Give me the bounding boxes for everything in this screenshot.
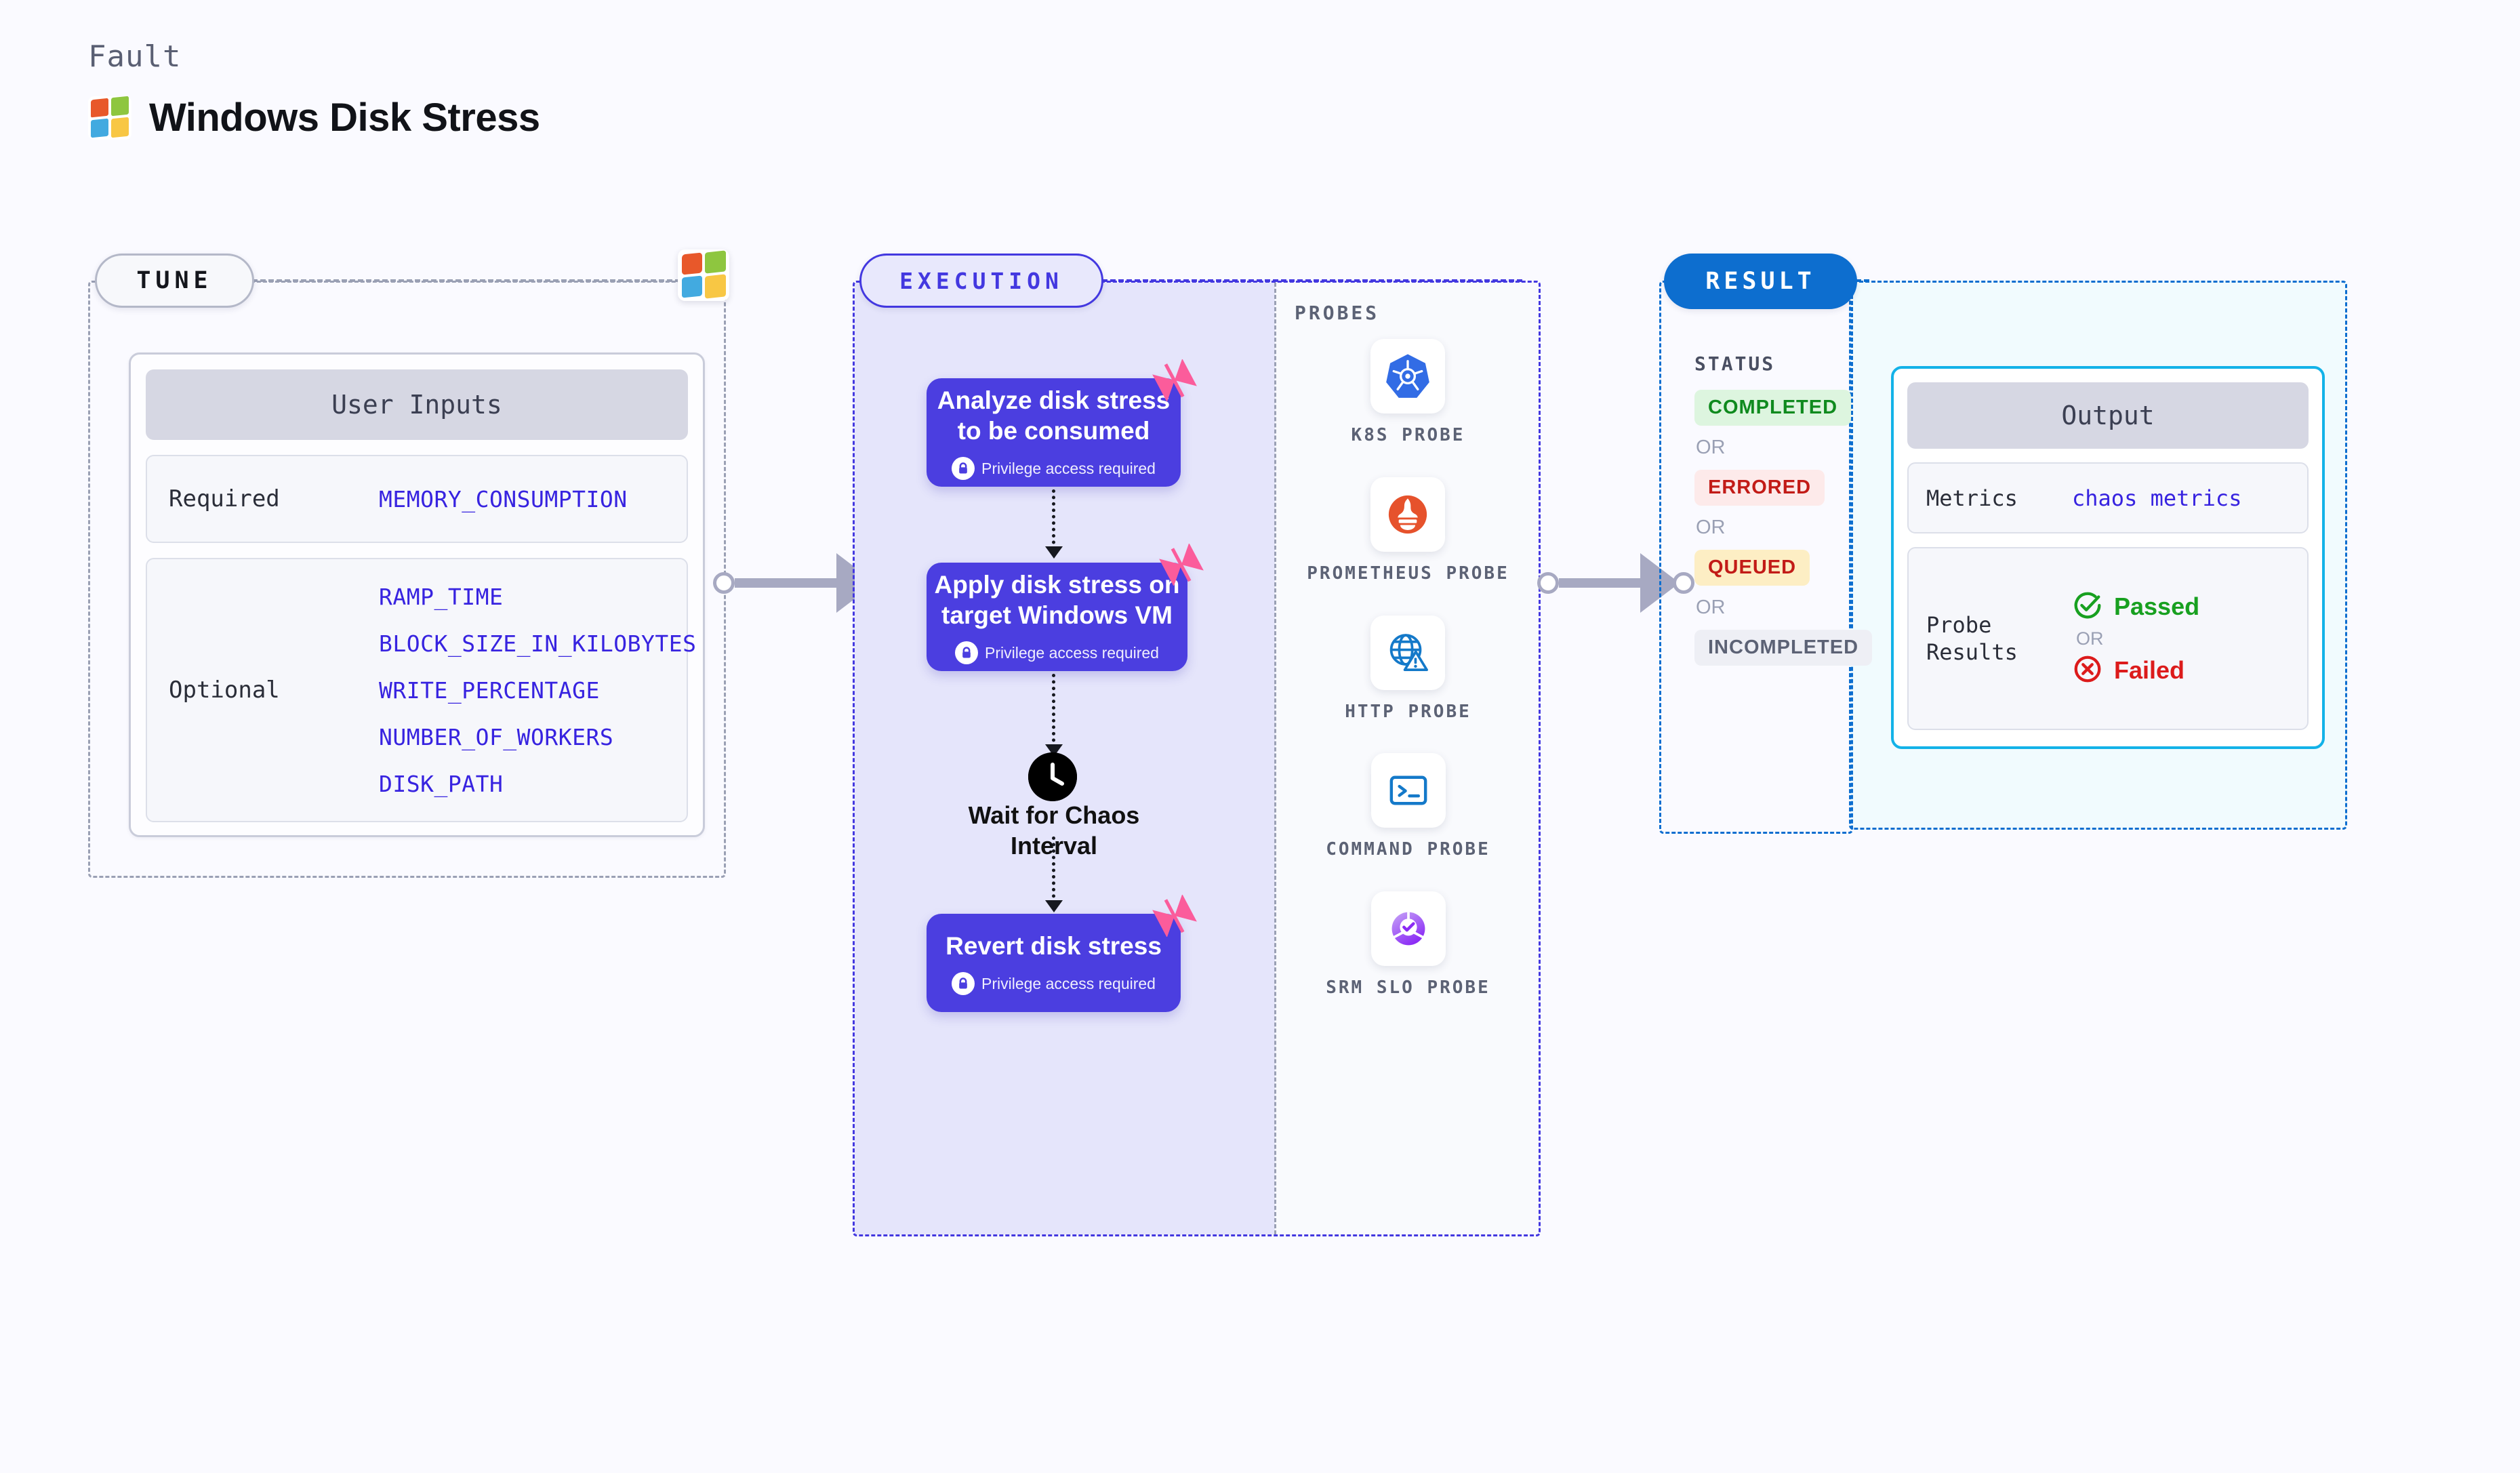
execution-probes-divider	[1274, 283, 1276, 1234]
optional-label: Optional	[169, 677, 280, 704]
privilege-note: Privilege access required	[952, 457, 1156, 481]
windows-logo-icon	[88, 96, 131, 140]
privilege-text: Privilege access required	[985, 643, 1159, 662]
flow-step-title: Apply disk stress on target Windows VM	[934, 570, 1180, 629]
privilege-text: Privilege access required	[981, 974, 1156, 992]
user-inputs-card-title: User Inputs	[146, 369, 688, 440]
flow-step-analyze-disk-stress[interactable]: Analyze disk stress to be consumed Privi…	[927, 378, 1181, 487]
status-badge-incompleted: INCOMPLETED	[1694, 630, 1873, 666]
probe-label: COMMAND PROBE	[1326, 839, 1490, 860]
flow-arrow-1	[1045, 546, 1063, 559]
flow-connector-1	[1052, 489, 1055, 550]
probe-results-row: Probe Results Passed OR Failed	[1907, 547, 2309, 730]
status-badge-queued: QUEUED	[1694, 550, 1810, 586]
status-or-2: OR	[1696, 517, 1726, 538]
connector-start-dot	[713, 572, 735, 594]
flow-connector-3	[1052, 836, 1055, 904]
output-card: Output Metrics chaos metrics Probe Resul…	[1891, 366, 2325, 749]
probe-result-passed: Passed	[2072, 590, 2199, 624]
flow-step-title: Revert disk stress	[946, 931, 1162, 960]
param-block-size-in-kilobytes[interactable]: BLOCK_SIZE_IN_KILOBYTES	[379, 630, 697, 657]
prometheus-icon	[1370, 477, 1446, 552]
status-list: COMPLETED OR ERRORED OR QUEUED OR INCOMP…	[1694, 390, 1873, 666]
status-badge-errored: ERRORED	[1694, 470, 1825, 506]
clock-icon	[1028, 752, 1077, 801]
result-header-divider	[1856, 279, 1869, 282]
probes-list: K8S PROBE PROMETHEUS PROBE	[1291, 339, 1525, 1000]
lock-icon	[955, 641, 979, 665]
tune-stage-pill[interactable]: TUNE	[95, 254, 254, 308]
connector-line	[735, 578, 836, 588]
fault-kicker-label: Fault	[88, 39, 182, 74]
probe-item-srm-slo[interactable]: SRM SLO PROBE	[1326, 891, 1490, 1000]
lock-icon	[952, 457, 975, 481]
flow-connector-2	[1052, 674, 1055, 748]
lock-icon	[952, 972, 975, 996]
probe-label: SRM SLO PROBE	[1326, 977, 1490, 998]
probe-item-k8s[interactable]: K8S PROBE	[1352, 339, 1465, 447]
result-stage-pill[interactable]: RESULT	[1664, 254, 1857, 309]
page-title-row: Windows Disk Stress	[88, 95, 540, 140]
probe-label: K8S PROBE	[1351, 425, 1465, 445]
metrics-row: Metrics chaos metrics	[1907, 462, 2309, 533]
probe-result-failed: Failed	[2072, 653, 2199, 688]
flow-arrow-3	[1045, 900, 1063, 912]
param-ramp-time[interactable]: RAMP_TIME	[379, 583, 504, 610]
globe-warning-icon	[1370, 615, 1446, 690]
execution-header-divider	[1102, 279, 1522, 282]
output-card-title: Output	[1907, 382, 2309, 449]
flow-step-title: Analyze disk stress to be consumed	[937, 386, 1171, 445]
flow-step-apply-disk-stress[interactable]: Apply disk stress on target Windows VM P…	[927, 563, 1187, 671]
user-inputs-card: User Inputs Required MEMORY_CONSUMPTION …	[129, 352, 705, 837]
probe-label: HTTP PROBE	[1345, 701, 1471, 722]
privilege-note: Privilege access required	[955, 641, 1159, 665]
privilege-note: Privilege access required	[952, 972, 1156, 996]
status-or-3: OR	[1696, 597, 1726, 618]
failed-label: Failed	[2114, 656, 2185, 684]
status-section-title: STATUS	[1694, 352, 1776, 375]
required-params-block: Required MEMORY_CONSUMPTION	[146, 455, 688, 543]
page-title: Windows Disk Stress	[149, 96, 540, 140]
param-number-of-workers[interactable]: NUMBER_OF_WORKERS	[379, 723, 614, 750]
probe-results-label: Probe Results	[1926, 612, 2018, 665]
optional-params-block: Optional RAMP_TIME BLOCK_SIZE_IN_KILOBYT…	[146, 558, 696, 822]
passed-label: Passed	[2114, 592, 2200, 620]
metrics-value[interactable]: chaos metrics	[2072, 485, 2242, 511]
connector-start-dot	[1537, 572, 1559, 594]
kubernetes-icon	[1370, 339, 1446, 413]
param-write-percentage[interactable]: WRITE_PERCENTAGE	[379, 677, 600, 704]
check-circle-icon	[2072, 590, 2103, 624]
connector-end-dot	[1673, 572, 1694, 594]
param-disk-path[interactable]: DISK_PATH	[379, 770, 504, 797]
privilege-text: Privilege access required	[981, 459, 1156, 477]
status-or-1: OR	[1696, 437, 1726, 458]
execution-stage-pill[interactable]: EXECUTION	[859, 254, 1103, 308]
x-circle-icon	[2072, 653, 2103, 688]
probes-section-title: PROBES	[1295, 302, 1380, 324]
required-label: Required	[169, 485, 280, 512]
probe-item-http[interactable]: HTTP PROBE	[1345, 615, 1471, 724]
probe-result-or: OR	[2076, 628, 2104, 649]
status-badge-completed: COMPLETED	[1694, 390, 1852, 426]
srm-slo-icon	[1370, 891, 1446, 967]
metrics-label: Metrics	[1926, 485, 2018, 511]
tune-windows-badge-icon	[678, 249, 729, 301]
probe-item-prometheus[interactable]: PROMETHEUS PROBE	[1307, 477, 1509, 586]
probe-label: PROMETHEUS PROBE	[1307, 563, 1509, 584]
param-memory-consumption[interactable]: MEMORY_CONSUMPTION	[379, 485, 628, 512]
probe-item-command[interactable]: COMMAND PROBE	[1326, 753, 1490, 862]
flow-step-revert-disk-stress[interactable]: Revert disk stress Privilege access requ…	[927, 914, 1181, 1012]
terminal-icon	[1370, 753, 1446, 828]
connector-line	[1559, 578, 1640, 588]
